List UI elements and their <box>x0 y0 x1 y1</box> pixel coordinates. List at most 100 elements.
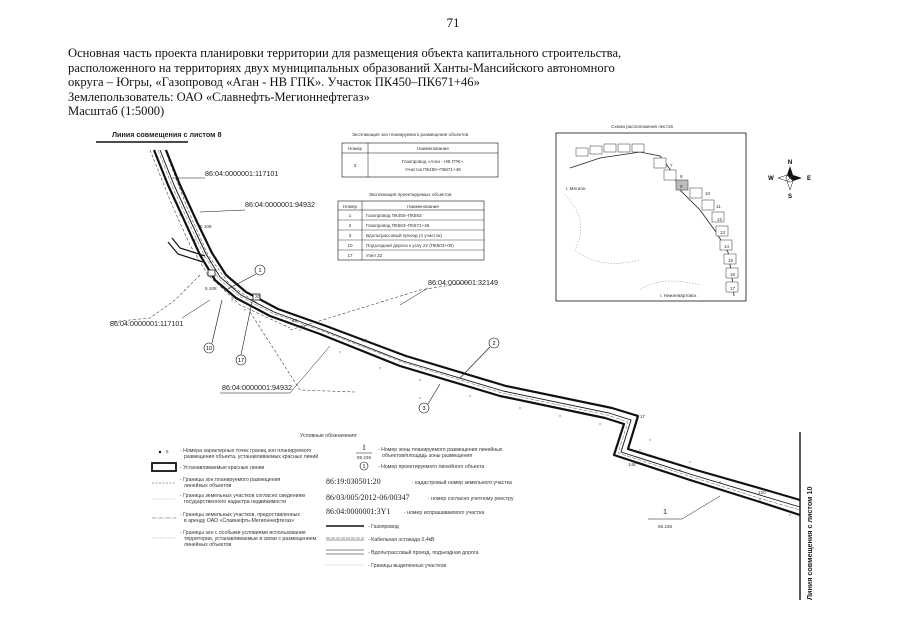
objects-explication-table: Экспликация проектируемых объектов Номер… <box>337 192 485 261</box>
zone-table-row-name1: Газопровод «Аган - НВ ГПК». <box>402 159 464 164</box>
legend-item-zones-2: линейных объектов <box>184 482 232 489</box>
inset-city-megion: г. Мегион <box>566 186 586 191</box>
legend-code-registry: 86/03/005/2012-06/00347 <box>326 493 410 502</box>
join-line-right: Линия совмещения с листом 10 <box>799 432 814 600</box>
objects-row-num: 1 <box>349 213 352 218</box>
parcel-label-1: 86:04:0000001:117101 <box>205 169 278 178</box>
inset-sheet-label: 11 <box>716 204 721 209</box>
inset-sheet-label: 15 <box>728 258 734 263</box>
survey-label-5: 17 <box>640 414 646 419</box>
compass-s: S <box>788 194 792 200</box>
legend-item-points-2: размещения объекта, устанавливаемых крас… <box>184 453 318 460</box>
legend-item-cadastral: - кадастровый номер земельного участка <box>412 479 512 486</box>
objects-table-head-num: Номер <box>343 204 358 209</box>
legend-item-allotted: - Границы выделенных участков <box>368 563 446 569</box>
objects-table-head-name: Наименование <box>407 204 439 209</box>
inset-city-nizhnevartovsk: г. Нижневартовск <box>660 293 697 298</box>
legend-point-symbol <box>158 450 162 454</box>
access-road <box>167 237 206 263</box>
objects-row-num: 3 <box>349 233 352 238</box>
objects-row-name: Газопровод ПК563–ПК671+46 <box>366 223 430 228</box>
legend-item-pipeline: - Газопровод <box>368 524 399 530</box>
survey-label-3: 46 <box>362 338 368 343</box>
fraction-top: 1 <box>663 507 667 516</box>
legend-fraction-bottom: 59.236 <box>357 455 371 460</box>
zone-boundary <box>152 149 801 517</box>
legend-circle-symbol <box>359 461 369 471</box>
header-line-3: округа – Югры, «Газопровод «Аган - НВ ГП… <box>68 75 480 90</box>
object-number-circles <box>203 264 500 414</box>
object-number-text: 1 2 3 10 17 <box>206 268 496 412</box>
legend-item-lease-2: в аренду ОАО «Славнефть-Мегионнефтегаз» <box>184 518 294 524</box>
join-line-top: Линия совмещения с листом 8 <box>96 130 221 143</box>
legend-code-requested: 86:04:0000001:3Y1 <box>326 507 390 516</box>
legend-item-zones: - Границы зон планируемого размещения <box>180 477 281 483</box>
objects-row-name: Узел 22 <box>366 253 383 258</box>
legend-item-cadastre: - Границы земельных участков согласно св… <box>180 493 305 499</box>
inset-sheet-label: 9 <box>680 184 683 189</box>
circle-label-3: 3 <box>422 406 425 412</box>
objects-row-num: 2 <box>349 223 352 228</box>
survey-point-labels: 5 108 5 108 46 48 17 148 120 20 24 <box>200 224 766 495</box>
legend-item-special: - Границы зон с особыми условиями исполь… <box>180 530 306 536</box>
survey-label-6: 148 <box>628 462 636 467</box>
parcel-label-5: 86:04:0000001:32149 <box>428 278 498 287</box>
document-header: Основная часть проекта планировки террит… <box>68 46 708 119</box>
node-markers <box>207 269 261 301</box>
inset-sheet-label: 10 <box>705 191 711 196</box>
compass-w: W <box>768 176 774 182</box>
survey-label-1: 5 108 <box>200 224 212 229</box>
zone-table-head-num: Номер <box>348 146 363 151</box>
legend-item-cable: - Кабельная эстакада 0,4кВ <box>368 537 435 543</box>
legend-item-zone-number-2: объектов/площадь зоны размещения <box>382 453 472 459</box>
objects-row-num: 10 <box>347 243 353 248</box>
parcel-boundaries <box>109 149 471 393</box>
inset-sheet-label: 7 <box>670 163 673 168</box>
legend-item-cadastre-2: государственного кадастра недвижимости <box>184 499 286 505</box>
survey-label-9: 24 <box>300 324 306 329</box>
legend-item-lease: - Границы земельных участков, предоставл… <box>180 512 300 518</box>
zone-table-title: Экспликация зон планируемого размещения … <box>352 132 469 137</box>
inset-sheet-label: 16 <box>730 272 736 277</box>
inset-title: Схема расположения листов <box>611 124 673 129</box>
legend-item-registry: - номер согласно учетному реестру <box>428 496 514 502</box>
terrain-dots <box>179 214 791 516</box>
join-line-right-label: Линия совмещения с листом 10 <box>805 487 814 600</box>
compass-rose-icon: N S W E <box>768 160 811 200</box>
zone-table-head-name: Наименование <box>417 146 449 151</box>
zone-fraction-label: 1 59.236 <box>648 495 721 529</box>
legend: Условные обозначения: 6 - Номера характе… <box>151 433 514 569</box>
legend-item-special-2: территории, устанавливаемые в связи с ра… <box>184 536 317 542</box>
survey-label-8: 20 <box>255 294 261 299</box>
legend-item-road: - Вдольтрассовый проезд, подъездная доро… <box>368 549 479 556</box>
header-line-2: расположенного на территориях двух муниц… <box>68 60 615 75</box>
compass-n: N <box>788 160 792 166</box>
legend-code-cadastral: 86:19:030501:20 <box>326 477 381 486</box>
circle-label-4: 10 <box>206 346 212 352</box>
circle-label-2: 2 <box>492 341 495 347</box>
legend-circle-number: 1 <box>363 464 366 470</box>
legend-red-line-symbol <box>151 462 177 472</box>
zone-table-row-name2: Участок ПК450–ПК671+46 <box>405 167 461 172</box>
header-land-user: Землепользователь: ОАО «Славнефть-Мегион… <box>68 89 370 104</box>
legend-item-points: - Номера характерных точек границ зон пл… <box>180 448 311 454</box>
inset-sheet-label: 17 <box>730 286 736 291</box>
legend-item-special-3: линейных объектов <box>184 541 232 548</box>
inset-sheet-label: 8 <box>680 174 683 179</box>
legend-point-index: 6 <box>166 449 169 454</box>
legend-item-red-lines: - Устанавливаемые красные линии <box>180 465 265 471</box>
parcel-label-2: 86:04:0000001:94932 <box>245 200 315 209</box>
legend-item-object-number: - Номер проектируемого линейного объекта <box>378 463 484 470</box>
legend-title: Условные обозначения: <box>300 433 358 439</box>
inset-sheet-label: 12 <box>717 217 723 222</box>
circle-label-1: 1 <box>258 268 261 274</box>
circle-label-5: 17 <box>238 358 244 364</box>
zone-table-row-num: 3 <box>354 163 357 168</box>
zone-explication-table: Экспликация зон планируемого размещения … <box>341 132 499 178</box>
fraction-bottom: 59.236 <box>658 524 672 529</box>
header-scale: Масштаб (1:5000) <box>68 104 165 119</box>
survey-label-4: 48 <box>292 318 298 323</box>
legend-item-zone-number: - Номер зоны планируемого размещения лин… <box>378 446 503 453</box>
objects-row-num: 17 <box>347 253 353 258</box>
